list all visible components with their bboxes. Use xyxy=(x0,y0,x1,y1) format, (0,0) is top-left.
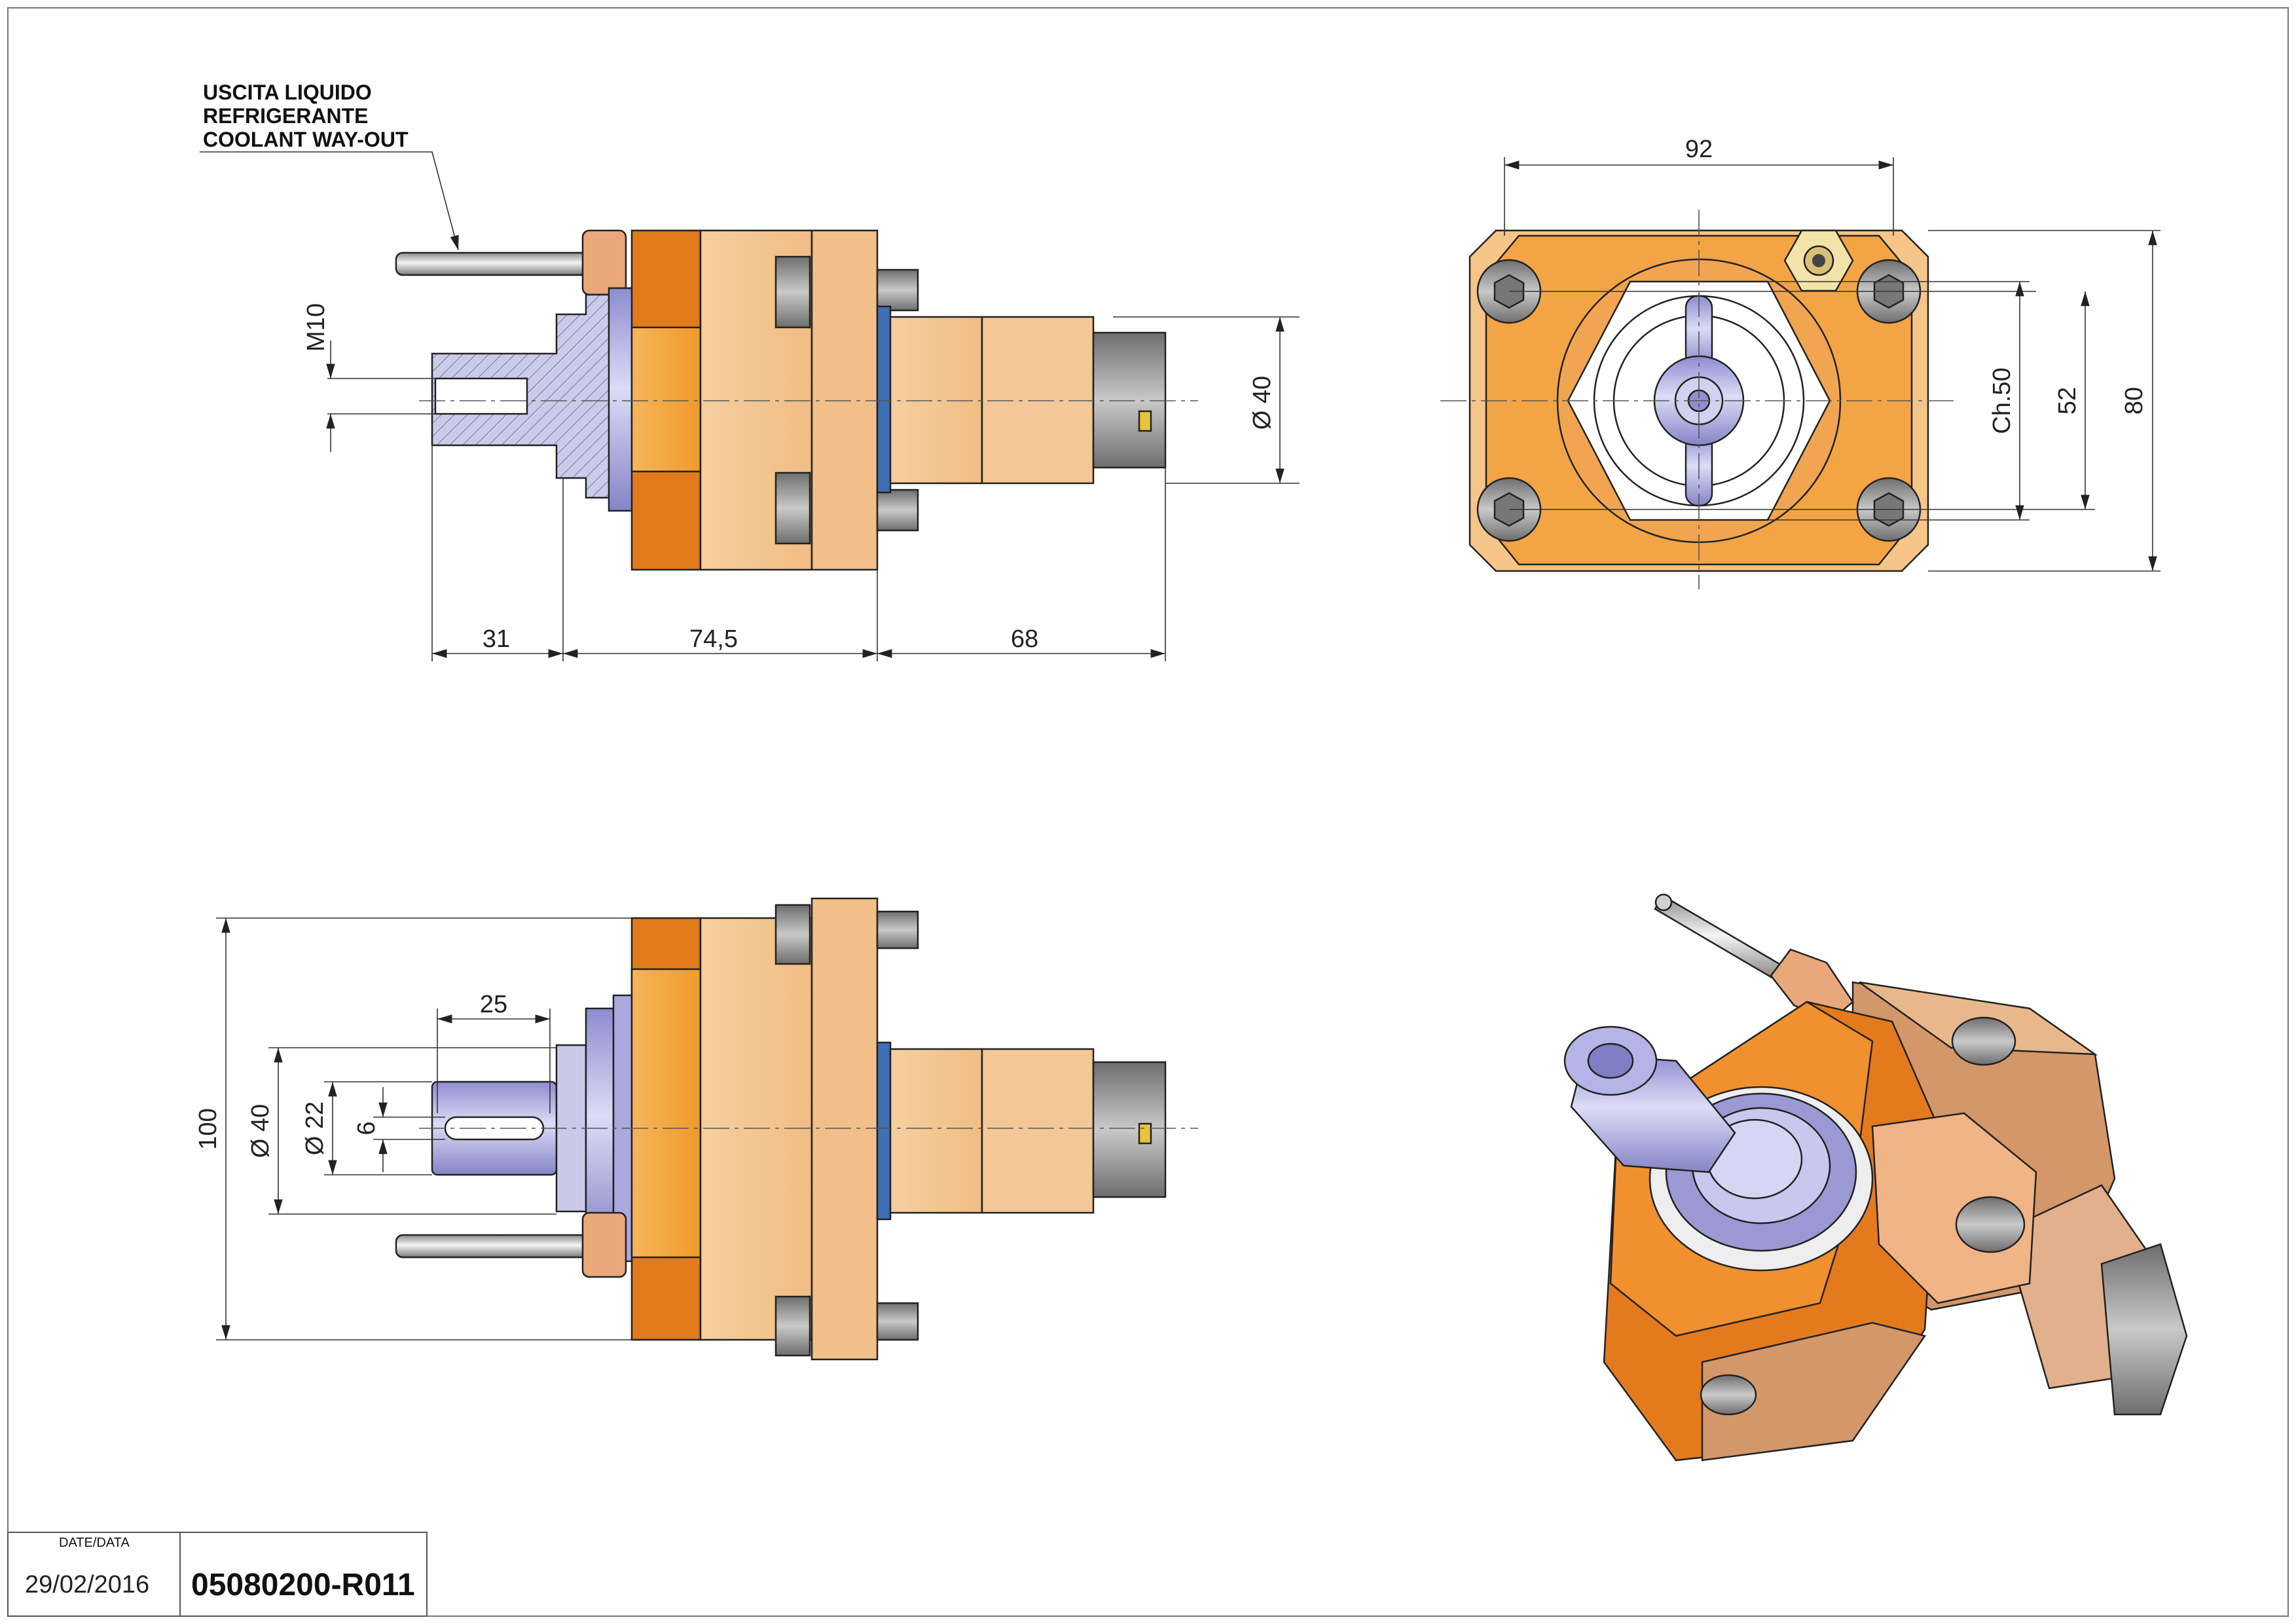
iso-bolt-low xyxy=(1700,1374,1757,1416)
coolant-fitting-front xyxy=(1783,229,1854,292)
dim-thread: M10 xyxy=(302,303,330,352)
collet-nut-b xyxy=(1092,1061,1167,1198)
sheet-border xyxy=(7,7,2289,1617)
body-front xyxy=(811,229,879,571)
dim-len-nose: 68 xyxy=(1011,625,1038,653)
bottom-view: 25 100 Ø 40 Ø 22 6 xyxy=(194,897,1198,1361)
bolt-head-bottom xyxy=(774,471,811,545)
dim-height: 80 xyxy=(2121,387,2148,415)
stud-top xyxy=(876,268,919,312)
note-line-2: REFRIGERANTE xyxy=(203,104,368,128)
iso-coolant-rod xyxy=(1654,895,1792,985)
body-b-peach xyxy=(699,917,813,1341)
title-date-label: DATE/DATA xyxy=(59,1536,130,1550)
dim-len-shank: 31 xyxy=(483,625,510,653)
note-line-3: COOLANT WAY-OUT xyxy=(203,128,409,151)
nose-b-front xyxy=(981,1048,1095,1214)
isometric-view xyxy=(1563,893,2188,1462)
coolant-fitting xyxy=(581,229,627,296)
note-line-1: USCITA LIQUIDO xyxy=(203,81,372,104)
iso-bolt-pad-2 xyxy=(1951,1016,2016,1066)
title-code: 05080200-R011 xyxy=(191,1568,415,1602)
dim-len-body: 74,5 xyxy=(689,625,738,653)
coolant-note: USCITA LIQUIDO REFRIGERANTE COOLANT WAY-… xyxy=(200,81,459,251)
coolant-fitting-bottom xyxy=(581,1211,627,1278)
dim-dia40: Ø 40 xyxy=(247,1104,274,1158)
dim-hex: Ch.50 xyxy=(1988,367,2016,434)
dim-key-w: 6 xyxy=(353,1121,380,1135)
dim-width: 92 xyxy=(1685,136,1713,163)
stud-b-top xyxy=(876,910,919,950)
o-ring xyxy=(876,305,892,494)
stud-b-bottom xyxy=(876,1302,919,1341)
iso-collet xyxy=(2100,1243,2188,1416)
body-b-orange xyxy=(630,968,702,1259)
side-view: M10 Ø 40 31 74,5 68 xyxy=(302,229,1300,661)
stud-bottom xyxy=(876,489,919,532)
front-view: 92 Ch.50 52 80 xyxy=(1440,136,2160,589)
shank-thread xyxy=(434,377,528,415)
collet-nut-b-slot xyxy=(1138,1122,1152,1145)
iso-bolt-pad-1 xyxy=(1955,1196,2026,1253)
dim-overall: 100 xyxy=(194,1108,222,1149)
iso-pad xyxy=(1871,1112,2037,1304)
body-b-front xyxy=(811,897,879,1361)
collet-nut xyxy=(1092,331,1167,469)
title-date: 29/02/2016 xyxy=(25,1571,149,1598)
dim-dia22: Ø 22 xyxy=(301,1101,329,1155)
coolant-rod xyxy=(395,251,594,276)
coolant-rod-bottom xyxy=(395,1234,594,1259)
nose-b xyxy=(889,1048,983,1214)
body-orange xyxy=(630,326,702,473)
dim-key-len: 25 xyxy=(480,991,507,1018)
dim-bolt: 52 xyxy=(2054,387,2081,415)
iso-key-bore xyxy=(1587,1043,1634,1079)
o-ring-b xyxy=(876,1041,892,1221)
dim-dia-side: Ø 40 xyxy=(1248,376,1276,430)
title-block: DATE/DATA 29/02/2016 05080200-R011 xyxy=(7,1532,428,1617)
collet-nut-slot xyxy=(1138,410,1152,432)
bolt-b-bottom xyxy=(774,1295,811,1357)
iso-bottom-face xyxy=(1701,1321,1927,1462)
nose xyxy=(889,316,983,485)
bolt-head-top xyxy=(774,255,811,329)
nose-front xyxy=(981,316,1095,485)
bolt-b-top xyxy=(774,904,811,965)
